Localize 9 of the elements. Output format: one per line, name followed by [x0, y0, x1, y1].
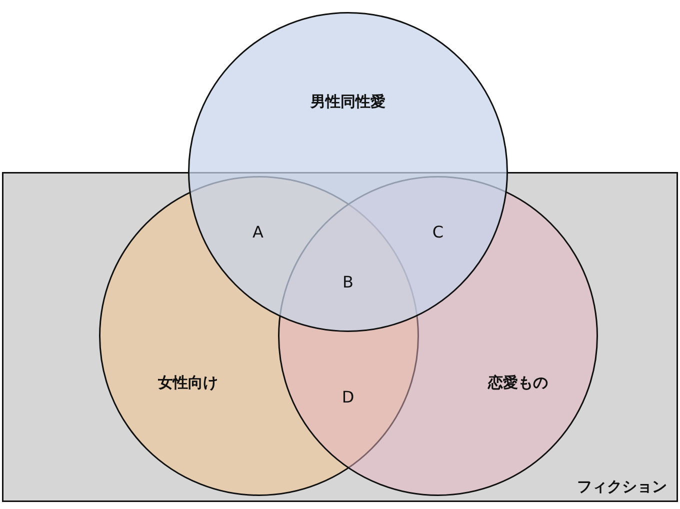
set-label: 女性向け: [158, 374, 218, 392]
region-label: D: [342, 388, 354, 406]
set-circle: [188, 12, 508, 332]
set-label: フィクション: [577, 478, 667, 496]
region-label: A: [252, 222, 264, 242]
region-label: C: [432, 222, 444, 242]
region-label: B: [342, 272, 354, 292]
set-label: 恋愛もの: [488, 374, 548, 392]
set-label: 男性同性愛: [310, 92, 386, 112]
